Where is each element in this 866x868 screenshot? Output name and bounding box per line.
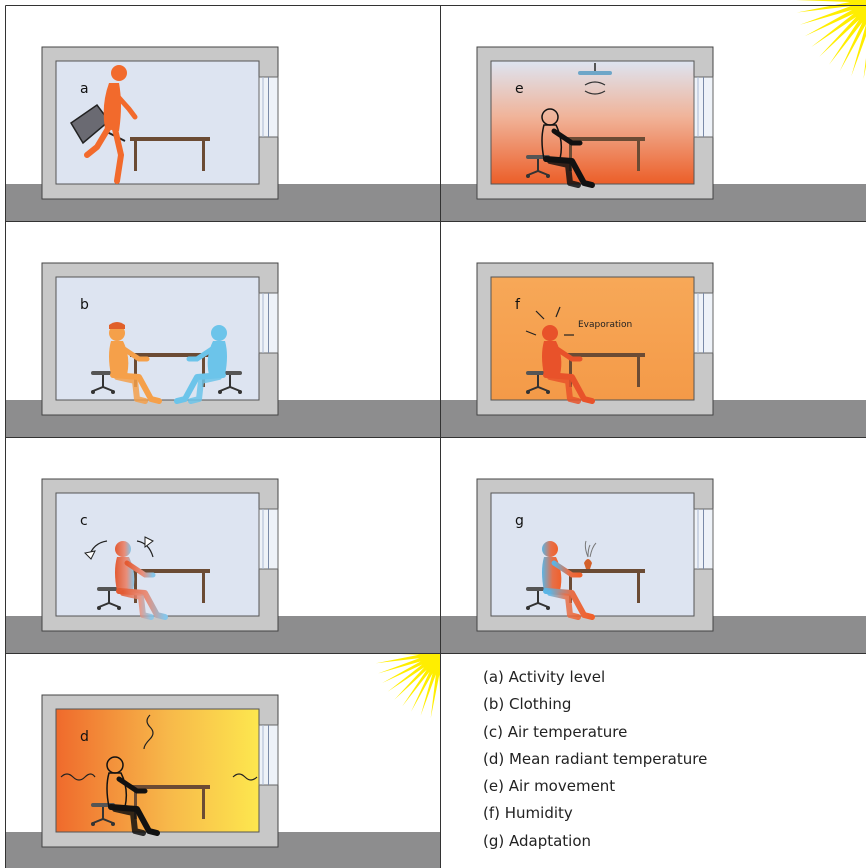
chair-wheel [111,390,115,394]
person-head [111,65,127,81]
room-interior [491,277,694,400]
chair-wheel [91,390,95,394]
desk-top [565,569,645,573]
person-head [115,541,131,557]
sun-icon [796,0,866,80]
person-head [542,325,558,341]
legend-item-clothing: (b) Clothing [483,691,707,718]
panel-clothing: b [5,263,441,437]
legend: (a) Activity level (b) Clothing (c) Air … [483,664,707,855]
desk-leg [637,573,640,603]
desk-top [130,137,210,141]
legend-item-activity-level: (a) Activity level [483,664,707,691]
chair-wheel [111,822,115,826]
chair-post [102,375,104,387]
panel-label: b [80,297,89,313]
chair-post [102,807,104,819]
legend-item-mean-radiant-temperature: (d) Mean radiant temperature [483,746,707,773]
fan-rod [594,63,596,71]
desk-leg [637,357,640,387]
chair-post [537,375,539,387]
panel-air-movement: e [440,0,866,221]
room-interior [56,709,259,832]
chair-wheel [526,174,530,178]
panel-label: c [80,513,88,529]
chair-wheel [546,390,550,394]
desk-top [130,785,210,789]
chair-post [229,375,231,387]
desk-leg [637,141,640,171]
chair-post [537,591,539,603]
person-head [542,541,558,557]
chair-wheel [97,606,101,610]
chair-wheel [117,606,121,610]
chair-wheel [526,606,530,610]
panel-label: g [515,513,524,529]
legend-item-air-temperature: (c) Air temperature [483,719,707,746]
chair-wheel [91,822,95,826]
desk-leg [202,141,205,171]
chair-wheel [218,390,222,394]
chair-post [537,159,539,171]
panel-label: e [515,81,524,97]
desk-leg [202,573,205,603]
desk-leg [202,789,205,819]
panel-label: d [80,729,89,745]
room-interior [491,493,694,616]
desk-leg [134,141,137,171]
desk-top [565,137,645,141]
room-interior [491,61,694,184]
panel-activity-level: a [5,47,441,221]
panel-air-temperature: c [5,479,441,653]
chair-wheel [526,390,530,394]
desk-top [565,353,645,357]
panel-mean-radiant-temperature: d [5,653,441,868]
legend-item-adaptation: (g) Adaptation [483,828,707,855]
ceiling-fan-icon [578,71,612,75]
chair-wheel [546,606,550,610]
panel-adaptation: g [440,479,866,653]
legend-item-humidity: (f) Humidity [483,800,707,827]
room-interior [56,277,259,400]
chair-post [108,591,110,603]
legend-item-air-movement: (e) Air movement [483,773,707,800]
sun-icon [375,653,441,719]
evaporation-label: Evaporation [578,320,632,330]
chair-wheel [238,390,242,394]
panel-label: a [80,81,89,97]
person-head [211,325,227,341]
chair-wheel [546,174,550,178]
